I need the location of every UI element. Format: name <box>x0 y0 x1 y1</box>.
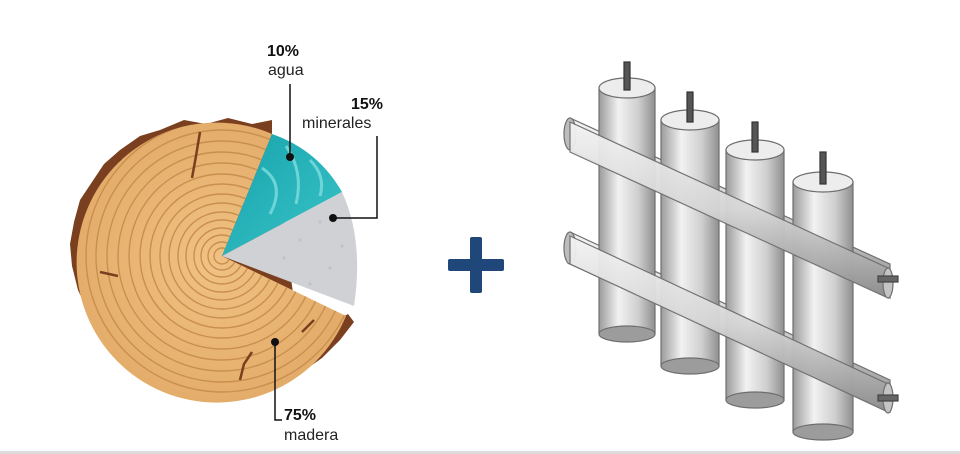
water-percent-label: 10% <box>267 43 299 60</box>
water-waves <box>261 145 324 215</box>
wood-cross-section <box>70 118 358 403</box>
electrode-cylinder <box>660 91 720 375</box>
callout-line-wood <box>274 342 282 421</box>
electrode-cylinder <box>792 151 854 441</box>
electrode-array-illustration <box>563 61 899 441</box>
callout-dot-minerals <box>329 214 337 222</box>
minerals-name-label: minerales <box>302 115 371 132</box>
growth-rings <box>85 122 346 393</box>
mineral-segment <box>222 192 358 306</box>
callout-dot-wood <box>271 338 279 346</box>
minerals-percent-label: 15% <box>351 96 383 113</box>
callout-line-minerals <box>333 136 378 219</box>
wood-percent-label: 75% <box>284 407 316 424</box>
bar-pin-top <box>877 275 899 283</box>
wood-name-label: madera <box>284 427 338 444</box>
callout-lines <box>274 84 378 421</box>
electrode-cylinder <box>725 121 785 409</box>
wood-cracks <box>99 131 315 381</box>
plus-icon <box>448 237 504 293</box>
water-segment <box>222 134 342 256</box>
callout-dot-water <box>286 153 294 161</box>
mineral-texture <box>282 220 344 286</box>
wood-segment <box>76 122 346 403</box>
bar-pin-bottom <box>877 394 899 402</box>
bottom-divider <box>0 451 960 454</box>
water-name-label: agua <box>268 62 304 79</box>
